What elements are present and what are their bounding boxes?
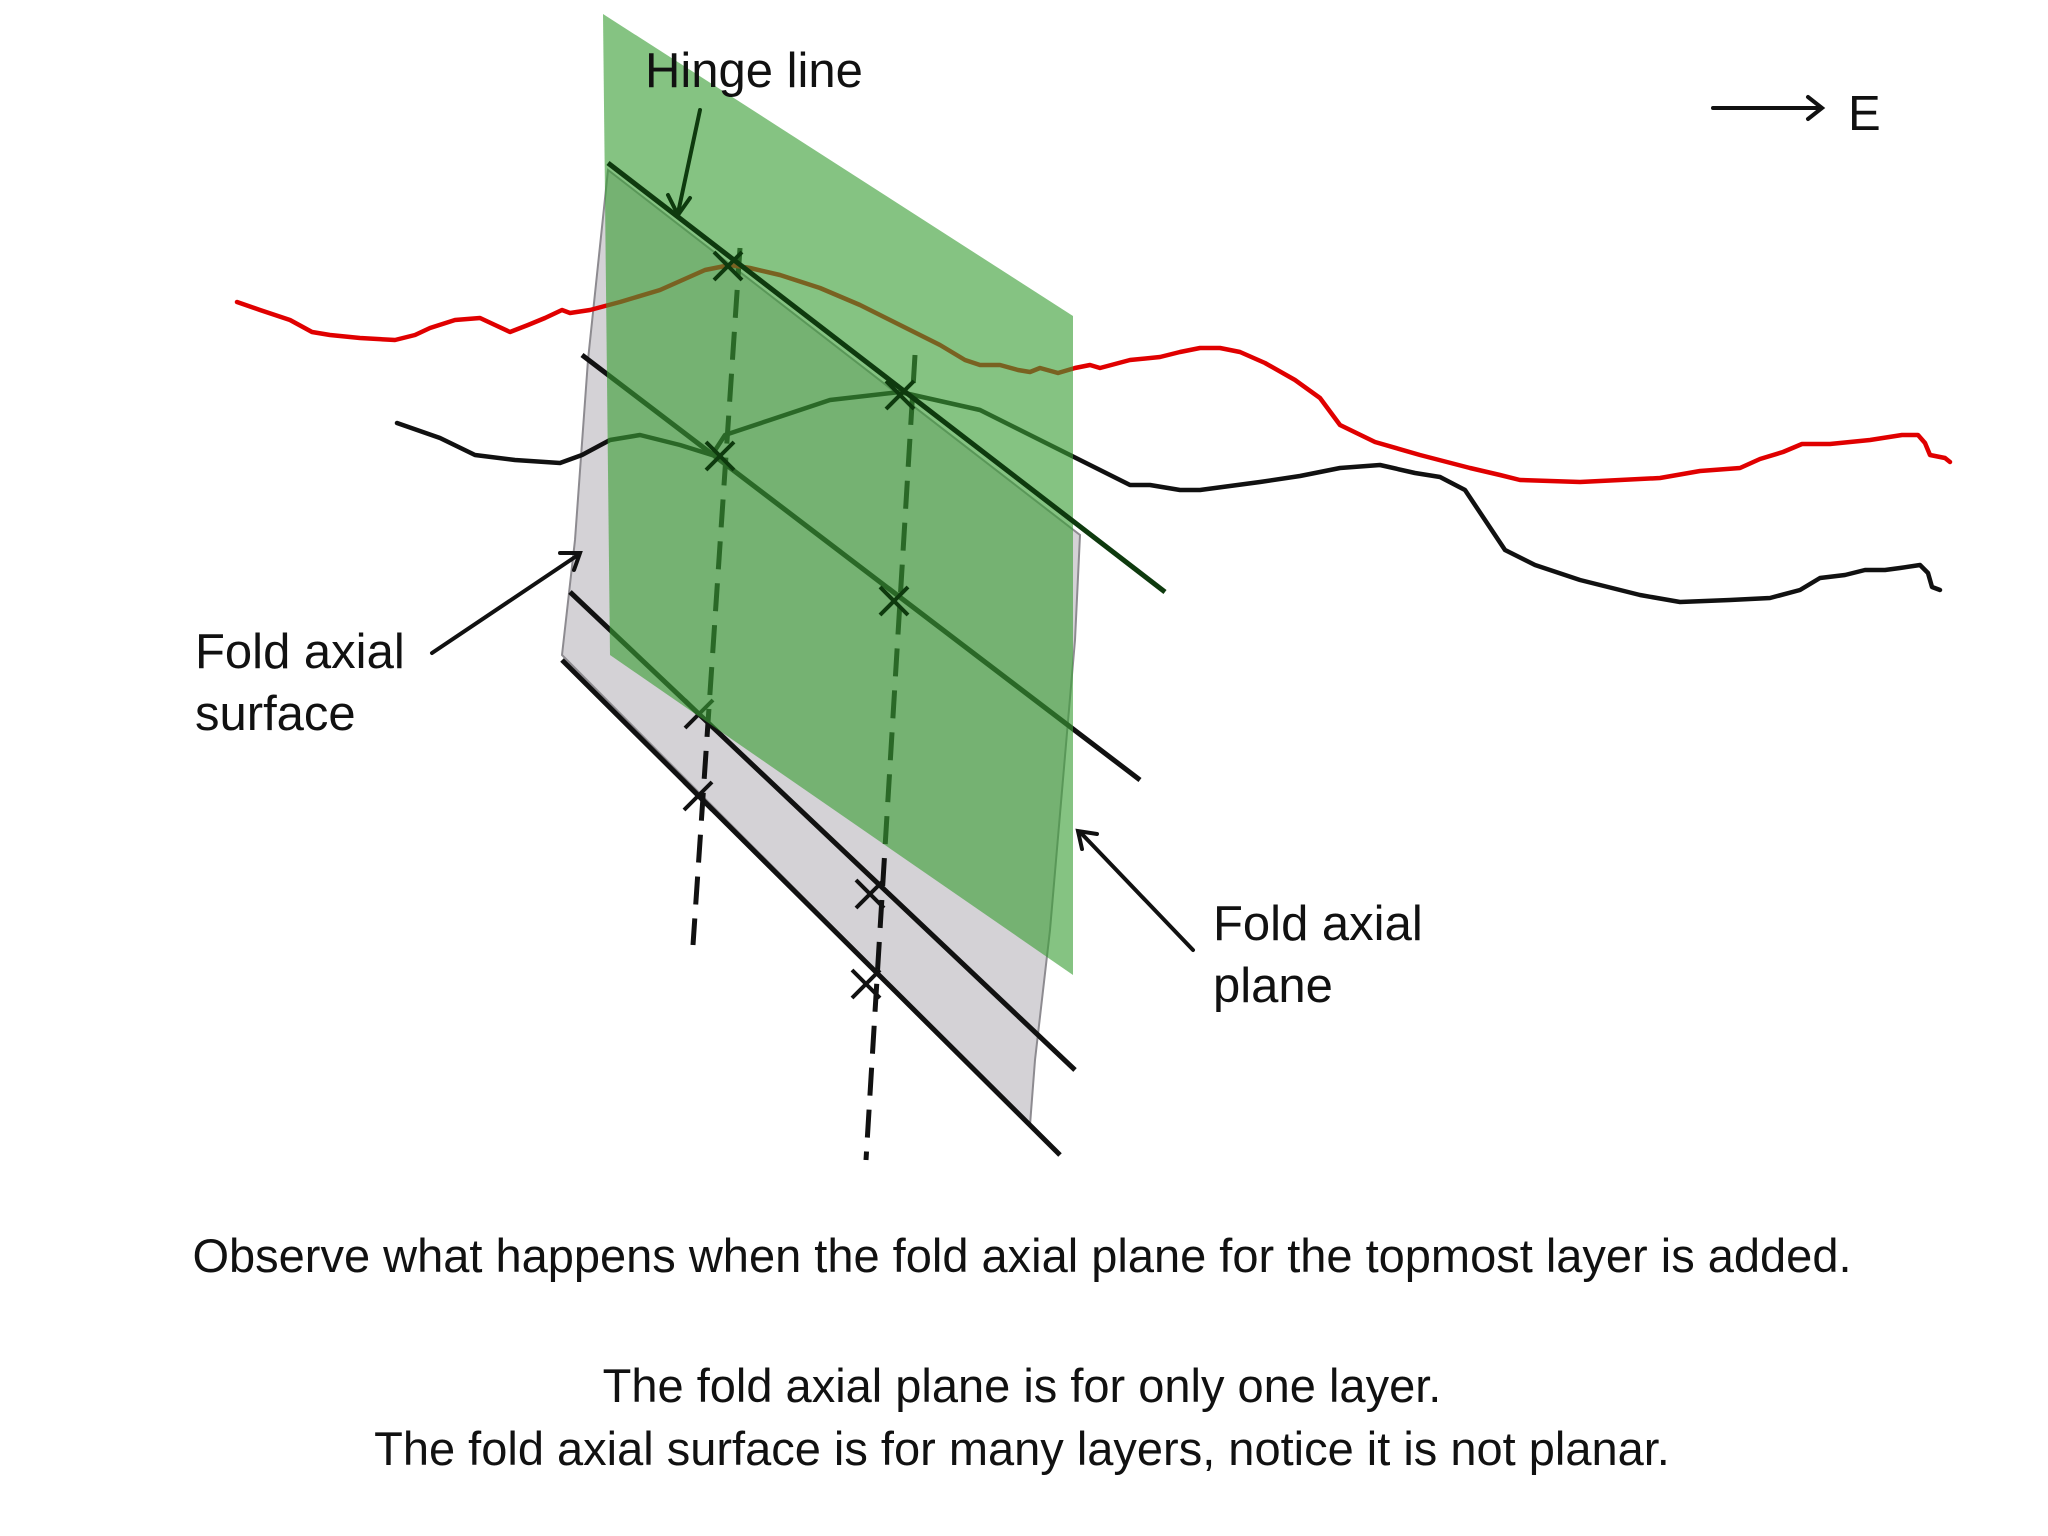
hinge-line-lower-2: [560, 658, 1062, 1157]
fold-axial-plane: [603, 14, 1073, 975]
fold-axial-plane-arrow: [1075, 828, 1195, 952]
caption-line1: Observe what happens when the fold axial…: [192, 1229, 1851, 1282]
intersection-marks-plane: [704, 250, 916, 617]
fold-axial-surface-label-line2: surface: [195, 687, 356, 741]
east-label: E: [1848, 87, 1881, 141]
fold-axial-surface-arrow: [430, 551, 583, 655]
fold-axial-surface-label-line1: Fold axial: [195, 625, 405, 679]
hinge-line-label: Hinge line: [645, 44, 863, 98]
fold-axial-plane-label-line2: plane: [1213, 959, 1333, 1013]
caption-line3: The fold axial surface is for many layer…: [374, 1422, 1670, 1475]
top-layer-trace: [234, 262, 1953, 485]
caption-line2: The fold axial plane is for only one lay…: [603, 1359, 1442, 1412]
fold-axial-plane-label-line1: Fold axial: [1213, 897, 1423, 951]
hinge-line-arrow: [666, 108, 702, 219]
east-arrow: [1711, 95, 1826, 121]
hinge-line-top: [606, 161, 1167, 594]
